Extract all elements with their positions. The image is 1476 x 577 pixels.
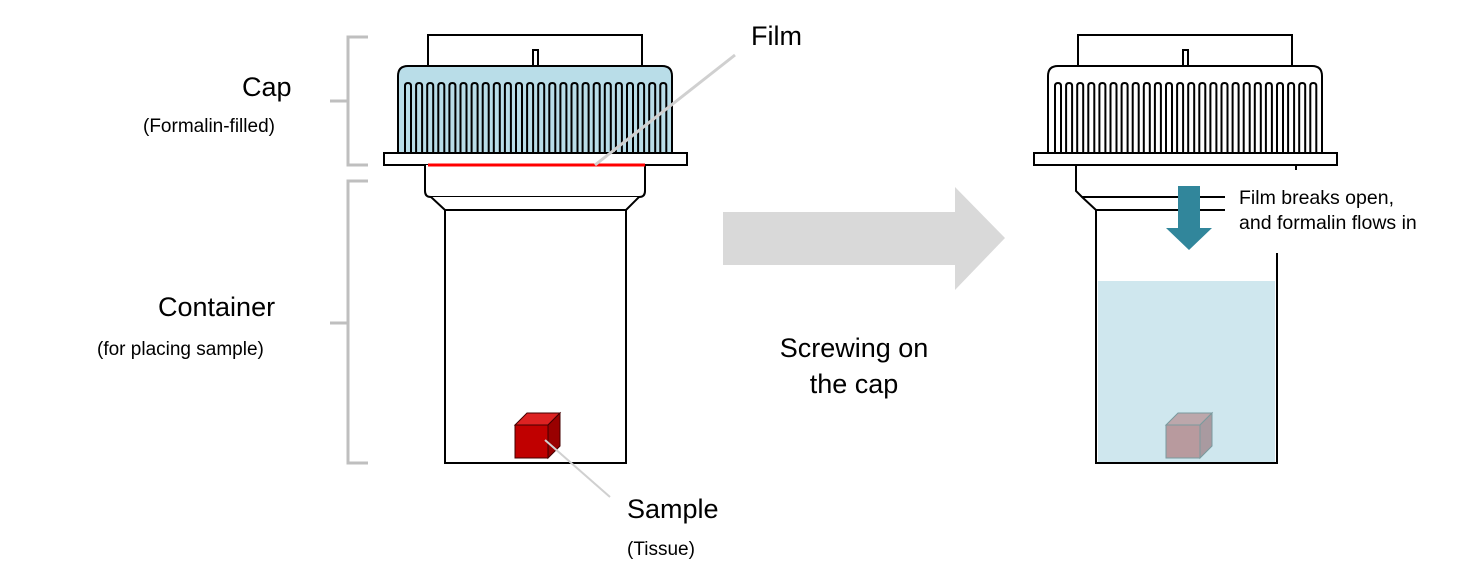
container-neck (424, 165, 646, 198)
cap-note: (Formalin-filled) (143, 116, 275, 137)
cap-rib (426, 81, 435, 153)
cap-rib (1087, 81, 1096, 153)
film-leader-line (594, 53, 736, 167)
cap-label: Cap (242, 72, 292, 102)
cap-knob (532, 49, 539, 67)
result-line-1: Film breaks open, (1239, 187, 1394, 209)
cap-rib (448, 81, 457, 153)
sample-cube (513, 411, 562, 460)
cap-rib (515, 81, 523, 153)
cap-rib (1098, 81, 1107, 153)
cap-rib (614, 81, 623, 153)
cap-rib (626, 81, 634, 153)
action-line-2: the cap (809, 369, 899, 399)
sample-leader-line (544, 439, 611, 498)
cap-rib (526, 81, 535, 153)
cap-rib (404, 81, 412, 153)
action-caption: Screwing on the cap (754, 330, 954, 402)
cap-rib (559, 81, 568, 153)
cap-rib (1176, 81, 1185, 153)
cap-rib (1209, 81, 1218, 153)
cap-ribs (1054, 81, 1318, 153)
cap-rib (1076, 81, 1085, 153)
cap-rib (470, 81, 479, 153)
result-line-2: and formalin flows in (1239, 212, 1417, 234)
cap-rib (581, 81, 590, 153)
cap-rib (603, 81, 612, 153)
cap-rib (1298, 81, 1307, 153)
cap-rib (1276, 81, 1284, 153)
result-caption: Film breaks open, and formalin flows in (1239, 186, 1417, 236)
cap-flange (1033, 152, 1338, 166)
left-assembly (383, 34, 688, 464)
cap-knob (1182, 49, 1189, 67)
cap-bracket (330, 35, 368, 167)
cap-rib (1165, 81, 1173, 153)
cap-rib (1242, 81, 1251, 153)
cap-rib (548, 81, 557, 153)
cap-flange (383, 152, 688, 166)
cap-rib (570, 81, 579, 153)
cap-rib (637, 81, 646, 153)
sample-label: Sample (627, 494, 719, 524)
cap-rib (415, 81, 424, 153)
cap-rib (1120, 81, 1129, 153)
container-body (1095, 210, 1278, 464)
cap-rib (1131, 81, 1140, 153)
cap-rib (503, 81, 512, 153)
cap-rib (1253, 81, 1262, 153)
cap-rib (459, 81, 468, 153)
cap-rib (1054, 81, 1062, 153)
cap-rib (1198, 81, 1207, 153)
flow-down-arrow-icon (1166, 186, 1212, 250)
cap-rib (1309, 81, 1318, 153)
cap-rib (648, 81, 657, 153)
cap-rib (492, 81, 501, 153)
cap-rib (1264, 81, 1273, 153)
sample-cube-fixed (1164, 411, 1214, 460)
cap-rib (1287, 81, 1296, 153)
cap-rib (481, 81, 490, 153)
container-label: Container (158, 292, 276, 322)
cap-rib (1065, 81, 1074, 153)
cap-rib (1187, 81, 1196, 153)
film-label: Film (751, 21, 802, 51)
cap-ribs (404, 81, 668, 153)
cap-rib (1231, 81, 1240, 153)
action-line-1: Screwing on (779, 333, 929, 363)
cap-rib (1153, 81, 1162, 153)
container-bracket (330, 179, 368, 465)
cap-rib (537, 81, 546, 153)
cap-rib (1109, 81, 1118, 153)
cap-rib (1220, 81, 1229, 153)
cap-rib (437, 81, 446, 153)
container-note: (for placing sample) (97, 339, 264, 360)
cap-rib (659, 81, 668, 153)
right-assembly (1033, 34, 1338, 211)
container-shoulder (430, 196, 640, 211)
cap-rib (592, 81, 601, 153)
cap-rib (1142, 81, 1151, 153)
sample-note: (Tissue) (627, 539, 695, 560)
process-arrow (723, 187, 1005, 290)
